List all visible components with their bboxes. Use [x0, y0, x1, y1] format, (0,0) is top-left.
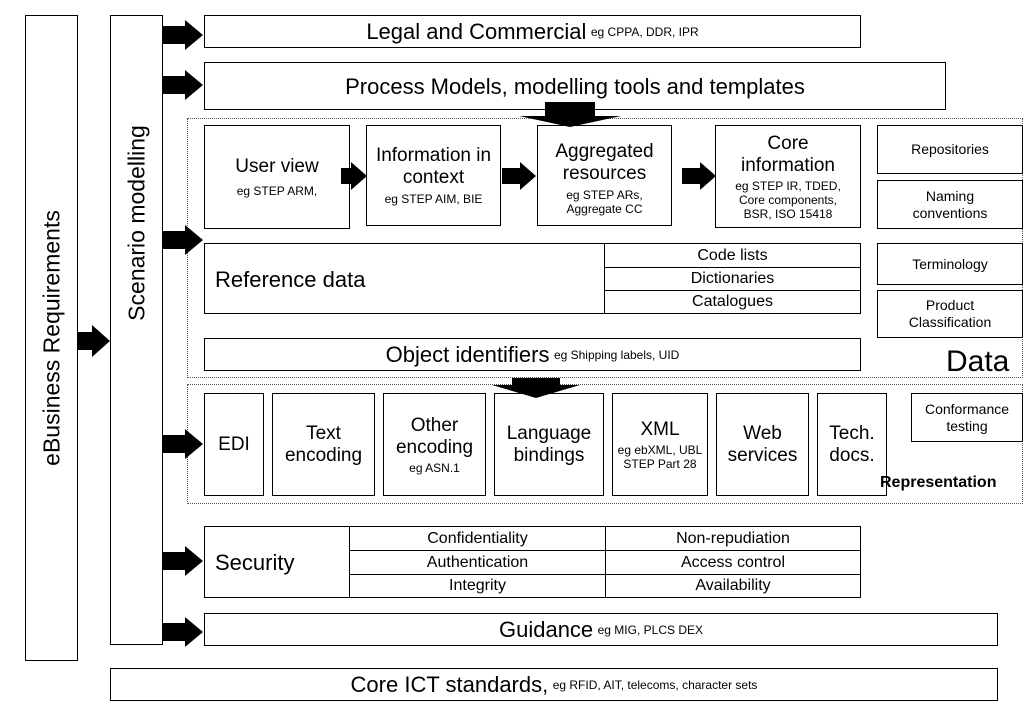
arrow-to-guidance	[163, 617, 203, 647]
edi-box: EDI	[204, 393, 264, 496]
scenario-modelling-box: Scenario modelling	[110, 15, 163, 645]
ebusiness-requirements-box: eBusiness Requirements	[25, 15, 78, 661]
web-services-label: Web services	[727, 422, 798, 466]
other-encoding-title: Other encoding	[395, 414, 474, 458]
xml-title: XML	[640, 418, 680, 440]
legal-commercial-title: Legal and Commercial	[366, 19, 587, 44]
integrity-cell: Integrity	[349, 574, 606, 598]
naming-conventions-box: Naming conventions	[877, 180, 1023, 229]
core-ict-title: Core ICT standards,	[350, 672, 549, 697]
data-section-label: Data	[946, 345, 1010, 378]
object-identifiers-title: Object identifiers	[385, 342, 550, 367]
repositories-label: Repositories	[911, 141, 989, 157]
other-encoding-eg: eg ASN.1	[409, 460, 460, 475]
core-information-box: Core information eg STEP IR, TDED, Core …	[715, 125, 861, 228]
guidance-box: Guidance eg MIG, PLCS DEX	[204, 613, 998, 646]
arrow-ebusiness-to-scenario	[78, 325, 110, 357]
arrow-to-security	[163, 546, 203, 576]
access-control-label: Access control	[680, 553, 786, 571]
process-models-title: Process Models, modelling tools and temp…	[345, 73, 805, 99]
other-encoding-box: Other encoding eg ASN.1	[383, 393, 486, 496]
tech-docs-label: Tech. docs.	[829, 422, 875, 466]
text-encoding-box: Text encoding	[272, 393, 375, 496]
confidentiality-label: Confidentiality	[427, 529, 528, 547]
edi-label: EDI	[218, 433, 250, 455]
terminology-label: Terminology	[912, 255, 988, 272]
security-title: Security	[215, 550, 295, 575]
catalogues-cell: Catalogues	[604, 290, 861, 314]
integrity-label: Integrity	[449, 577, 506, 594]
availability-label: Availability	[695, 577, 771, 594]
object-identifiers-eg: eg Shipping labels, UID	[553, 347, 680, 362]
non-repudiation-label: Non-repudiation	[676, 529, 790, 547]
guidance-eg: eg MIG, PLCS DEX	[597, 622, 703, 637]
information-in-context-eg: eg STEP AIM, BIE	[384, 192, 483, 206]
information-in-context-title: Information in context	[375, 145, 492, 188]
guidance-title: Guidance	[498, 617, 594, 642]
core-ict-box: Core ICT standards, eg RFID, AIT, teleco…	[110, 668, 998, 701]
tech-docs-box: Tech. docs.	[817, 393, 887, 496]
product-classification-label: Product Classification	[908, 297, 992, 330]
reference-data-title: Reference data	[215, 267, 366, 292]
arrow-process-down	[519, 102, 621, 127]
language-bindings-label: Language bindings	[506, 422, 592, 466]
user-view-title: User view	[235, 156, 319, 177]
arrow-context-to-aggregated	[502, 162, 536, 190]
object-identifiers-box: Object identifiers eg Shipping labels, U…	[204, 338, 861, 371]
core-information-eg: eg STEP IR, TDED, Core components, BSR, …	[735, 178, 841, 221]
language-bindings-box: Language bindings	[494, 393, 604, 496]
code-lists-label: Code lists	[697, 246, 768, 264]
information-in-context-box: Information in context eg STEP AIM, BIE	[366, 125, 501, 226]
legal-commercial-eg: eg CPPA, DDR, IPR	[590, 24, 699, 39]
web-services-box: Web services	[716, 393, 809, 496]
xml-box: XML eg ebXML, UBL STEP Part 28	[612, 393, 708, 496]
core-ict-eg: eg RFID, AIT, telecoms, character sets	[552, 677, 758, 692]
access-control-cell: Access control	[605, 550, 861, 575]
arrow-to-process	[163, 70, 203, 100]
arrow-data-to-representation	[492, 378, 580, 398]
conformance-testing-box: Conformance testing	[911, 393, 1023, 442]
text-encoding-label: Text encoding	[284, 422, 363, 466]
representation-section-label: Representation	[880, 474, 997, 491]
aggregated-resources-title: Aggregated resources	[555, 141, 654, 184]
arrow-user-to-context	[341, 162, 367, 190]
arrow-to-data	[163, 225, 203, 255]
terminology-box: Terminology	[877, 243, 1023, 285]
conformance-testing-label: Conformance testing	[924, 400, 1010, 434]
user-view-eg: eg STEP ARM,	[236, 184, 318, 198]
aggregated-resources-eg: eg STEP ARs, Aggregate CC	[566, 188, 643, 216]
naming-conventions-label: Naming conventions	[912, 187, 988, 221]
availability-cell: Availability	[605, 574, 861, 598]
aggregated-resources-box: Aggregated resources eg STEP ARs, Aggreg…	[537, 125, 672, 226]
xml-eg: eg ebXML, UBL STEP Part 28	[617, 442, 703, 471]
arrow-aggregated-to-core	[682, 162, 716, 190]
confidentiality-cell: Confidentiality	[349, 526, 606, 551]
user-view-box: User view eg STEP ARM,	[204, 125, 350, 229]
repositories-box: Repositories	[877, 125, 1023, 174]
arrow-to-representation	[163, 429, 203, 459]
core-information-title: Core information	[741, 132, 835, 176]
catalogues-label: Catalogues	[692, 293, 773, 310]
dictionaries-label: Dictionaries	[690, 270, 775, 287]
arrow-to-legal	[163, 20, 203, 50]
product-classification-box: Product Classification	[877, 290, 1023, 338]
authentication-label: Authentication	[426, 553, 529, 571]
legal-commercial-box: Legal and Commercial eg CPPA, DDR, IPR	[204, 15, 861, 48]
